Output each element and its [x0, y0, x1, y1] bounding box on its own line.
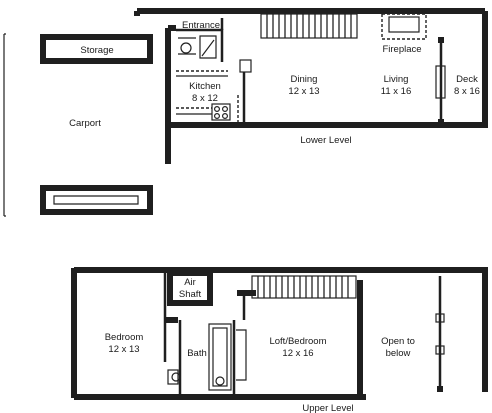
entrance-closet — [199, 35, 217, 59]
stove-fixture — [211, 103, 231, 121]
open-to-below-line2: below — [386, 348, 411, 359]
deck-label: Deck — [456, 74, 478, 85]
toilet-fixture — [180, 42, 192, 54]
living-size: 11 x 16 — [381, 86, 411, 97]
lower-level-label: Lower Level — [300, 135, 351, 146]
entrance-label: Entrance — [182, 20, 220, 31]
loft-size: 12 x 16 — [282, 348, 313, 359]
bath-label: Bath — [187, 348, 207, 359]
bathtub — [208, 323, 232, 391]
loft-label: Loft/Bedroom — [269, 336, 326, 347]
carport-front-wall — [40, 185, 153, 215]
lower-stairs — [260, 13, 358, 39]
open-to-below-line1: Open to — [381, 336, 415, 347]
kitchen-size: 8 x 12 — [192, 93, 218, 104]
living-label: Living — [384, 74, 409, 85]
carport-label: Carport — [69, 118, 101, 129]
carport-outline — [3, 33, 6, 217]
refrigerator — [239, 59, 252, 73]
fireplace-label: Fireplace — [382, 44, 421, 55]
bedroom-label: Bedroom — [105, 332, 144, 343]
carport-plan — [3, 33, 153, 217]
storage-wall — [40, 34, 153, 64]
fireplace-hearth — [381, 13, 427, 40]
upper-level-label: Upper Level — [302, 403, 353, 413]
deck-size: 8 x 16 — [454, 86, 480, 97]
upper-stairs — [251, 275, 357, 299]
bath-toilet — [171, 372, 181, 382]
air-shaft-walls — [167, 270, 213, 306]
storage-label: Storage — [80, 45, 113, 56]
fireplace-firebox — [388, 16, 420, 33]
air-shaft-label-line1: Air — [184, 277, 196, 288]
upper-level-plan — [71, 267, 488, 400]
bedroom-size: 12 x 13 — [108, 344, 139, 355]
kitchen-label: Kitchen — [189, 81, 221, 92]
deck-sliding-door — [435, 65, 446, 99]
dining-size: 12 x 13 — [288, 86, 319, 97]
lower-level-plan — [134, 8, 488, 164]
dining-label: Dining — [291, 74, 318, 85]
air-shaft-label-line2: Shaft — [179, 289, 202, 300]
entrance-closet-wall — [176, 28, 224, 62]
